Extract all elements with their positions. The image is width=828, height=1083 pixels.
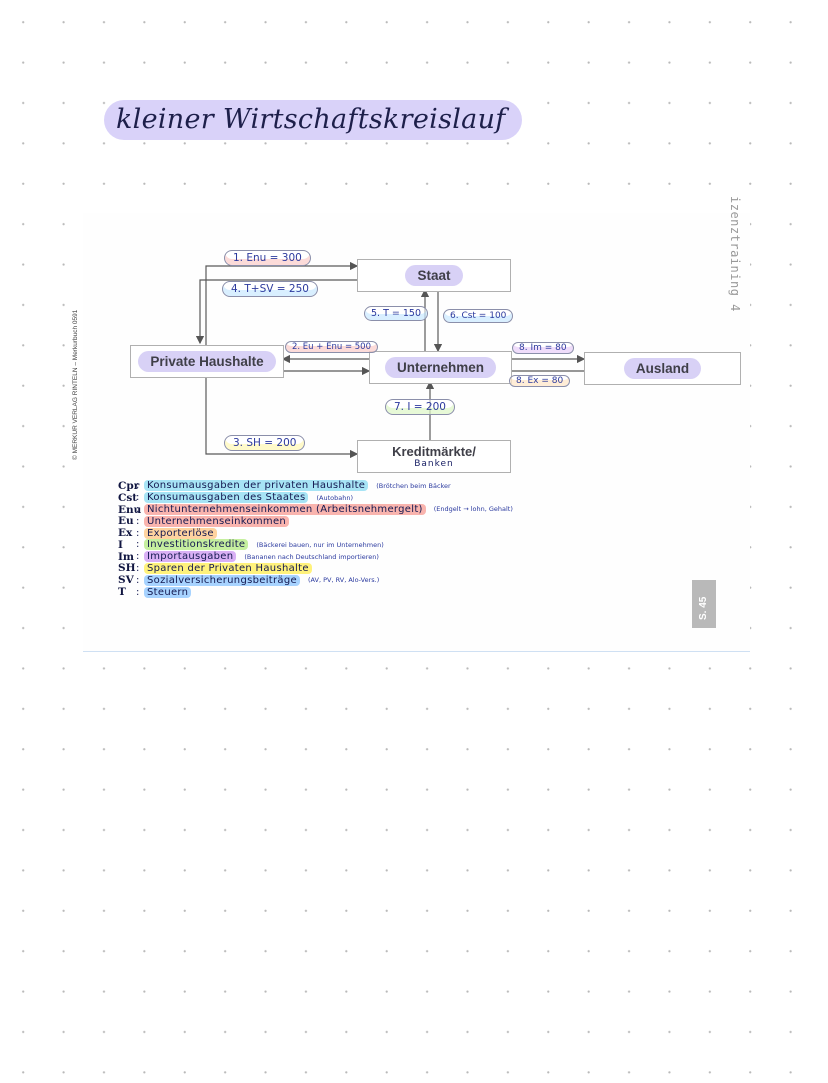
node-ausland: Ausland [584,352,741,385]
legend-description: Steuern [144,586,192,598]
legend-description: Importausgaben [144,551,237,563]
legend-abbreviation: T [118,586,126,599]
node-haushalte: Private Haushalte [130,345,284,378]
legend-colon: : [136,574,140,586]
legend-abbreviation: Cpr [118,479,140,492]
legend-abbreviation: I [118,538,123,551]
legend-abbreviation: Ex [118,527,133,540]
node-staat-label: Staat [405,265,463,286]
legend-colon: : [136,503,140,515]
flow-sh: 3. SH = 200 [224,435,306,451]
page-title: kleiner Wirtschaftskreislauf [104,100,522,140]
legend-note: (Brötchen beim Bäcker [376,481,451,490]
legend-description: Sozialversicherungsbeiträge [144,574,300,586]
legend-description: Investitionskredite [144,539,249,551]
legend-abbreviation: SV [118,574,134,587]
legend-colon: : [136,492,140,504]
legend-row: Enu: Nichtunternehmenseinkommen (Arbeitsn… [118,504,678,516]
legend-row: SH: Sparen der Privaten Haushalte [118,562,678,575]
legend-row: Im: Importausgaben (Bananen nach Deutschla… [118,551,678,563]
flow-i: 7. I = 200 [385,399,455,415]
flow-t-label: 5. T = 150 [371,308,422,319]
page-tab: S. 45 [692,580,716,628]
legend-row: Eu: Unternehmenseinkommen [118,515,678,527]
arrow-staat-haushalte [195,279,357,345]
flow-i-label: 7. I = 200 [394,401,446,413]
node-ausland-label: Ausland [623,358,702,379]
legend-row: Cst: Konsumausgaben des Staates (Autobahn) [118,492,678,504]
flow-arrows [195,261,586,459]
legend-colon: : [136,480,140,492]
legend-description: Unternehmenseinkommen [144,515,290,527]
node-kredit-note: Banken [414,458,454,469]
node-kredit-label: Kreditmärkte/ [392,443,476,459]
legend-description: Konsumausgaben der privaten Haushalte [144,480,369,492]
legend-abbreviation: Im [118,550,135,563]
flow-t: 5. T = 150 [364,306,429,321]
arrow-haushalte-staat [205,261,359,345]
legend-colon: : [136,515,140,527]
node-kredit: Kreditmärkte/ Banken [357,440,511,473]
legend-row: Ex: Exporterlöse [118,527,678,539]
abbreviation-legend: Cpr: Konsumausgaben der privaten Haushalt… [118,480,678,598]
legend-description: Konsumausgaben des Staates [144,492,309,504]
flow-enu-label: 1. Enu = 300 [233,252,302,264]
legend-note: (Autobahn) [316,493,353,502]
flow-ex-label: 8. Ex = 80 [516,376,564,386]
flow-eu: 2. Eu + Enu = 500 [285,341,378,353]
flow-ex: 8. Ex = 80 [509,375,571,387]
legend-note: (Bananen nach Deutschland importieren) [244,552,379,561]
legend-description: Exporterlöse [144,527,217,539]
legend-note: (Endgelt → lohn, Gehalt) [433,505,513,514]
legend-row: SV: Sozialversicherungsbeiträge (AV, PV, R… [118,574,678,586]
flow-sh-label: 3. SH = 200 [233,437,297,449]
flow-enu: 1. Enu = 300 [224,250,311,266]
flow-eu-label: 2. Eu + Enu = 500 [292,342,371,352]
legend-abbreviation: Cst [118,491,138,504]
legend-colon: : [136,562,140,574]
legend-abbreviation: Enu [118,503,142,516]
legend-description: Sparen der Privaten Haushalte [144,562,312,574]
legend-note: (Bäckerei bauen, nur im Unternehmen) [256,540,384,549]
flow-cst-label: 6. Cst = 100 [450,311,507,321]
legend-colon: : [136,551,140,563]
legend-note: (AV, PV, RV, Alo-Vers.) [307,576,380,585]
legend-description: Nichtunternehmenseinkommen (Arbeitsnehme… [144,503,426,515]
legend-row: T: Steuern [118,586,678,598]
legend-row: I: Investitionskredite (Bäckerei bauen, nu… [118,539,678,551]
flow-tsv-label: 4. T+SV = 250 [231,283,309,295]
node-unternehmen: Unternehmen [369,351,512,384]
legend-colon: : [136,527,140,539]
flow-tsv: 4. T+SV = 250 [222,281,318,297]
legend-row: Cpr: Konsumausgaben der privaten Haushalt… [118,480,678,492]
legend-colon: : [136,539,140,551]
flow-im-label: 8. Im = 80 [519,343,567,353]
flow-cst: 6. Cst = 100 [443,309,514,323]
arrow-haushalte-kredit [205,376,359,459]
node-unternehmen-label: Unternehmen [384,357,496,378]
node-haushalte-label: Private Haushalte [138,351,276,372]
flow-im: 8. Im = 80 [512,342,574,354]
legend-abbreviation: Eu [118,515,134,528]
legend-abbreviation: SH [118,562,136,575]
legend-colon: : [136,586,140,598]
node-staat: Staat [357,259,511,292]
